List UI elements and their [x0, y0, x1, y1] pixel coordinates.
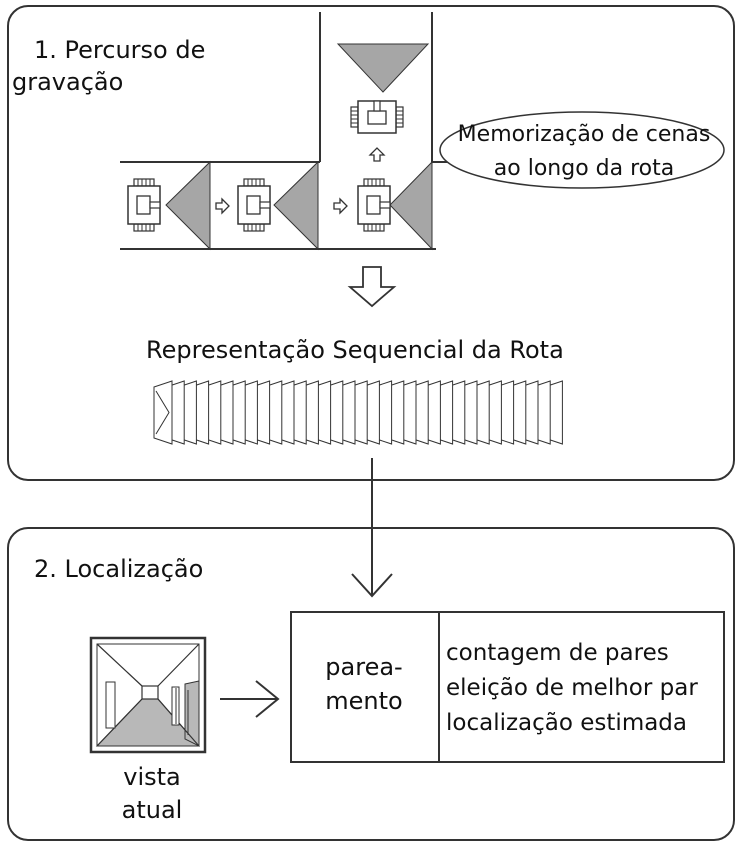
connector-arrowhead-icon — [351, 573, 393, 598]
robot-icon — [237, 178, 271, 232]
section2-title: 2. Localização — [34, 555, 203, 583]
current-view-image — [89, 636, 207, 754]
first-frame-mark — [155, 390, 170, 435]
move-arrow-icon — [369, 147, 385, 162]
memorization-label-line2: ao longo da rota — [494, 156, 674, 181]
section2-panel — [7, 527, 735, 841]
robot-icon — [357, 178, 391, 232]
memorization-ellipse — [439, 111, 725, 189]
sequence-label: Representação Sequencial da Rota — [146, 336, 564, 364]
route-frame — [153, 380, 173, 445]
robot-icon — [350, 100, 404, 134]
section1-title-line2: gravação — [12, 68, 123, 96]
view-to-matching-arrowhead-icon — [255, 680, 280, 718]
move-arrow-icon — [215, 198, 230, 214]
step-label: localização estimada — [446, 710, 687, 736]
matching-box — [290, 611, 725, 763]
frame-stack — [153, 380, 563, 445]
current-view-label-line1: vista — [123, 763, 181, 791]
memorization-label-line1: Memorização de cenas — [458, 122, 711, 147]
fov-triangles — [165, 43, 433, 251]
move-arrow-icon — [333, 198, 348, 214]
step-label: contagem de pares — [446, 640, 669, 666]
current-view-label-line2: atual — [122, 796, 183, 824]
section1-title-line1: 1. Percurso de — [34, 36, 205, 64]
robot-icon — [127, 178, 161, 232]
matching-label-line2: mento — [325, 687, 402, 715]
matching-label-line1: parea- — [325, 653, 402, 681]
down-arrow-icon — [347, 266, 397, 308]
step-label: eleição de melhor par — [446, 675, 698, 701]
